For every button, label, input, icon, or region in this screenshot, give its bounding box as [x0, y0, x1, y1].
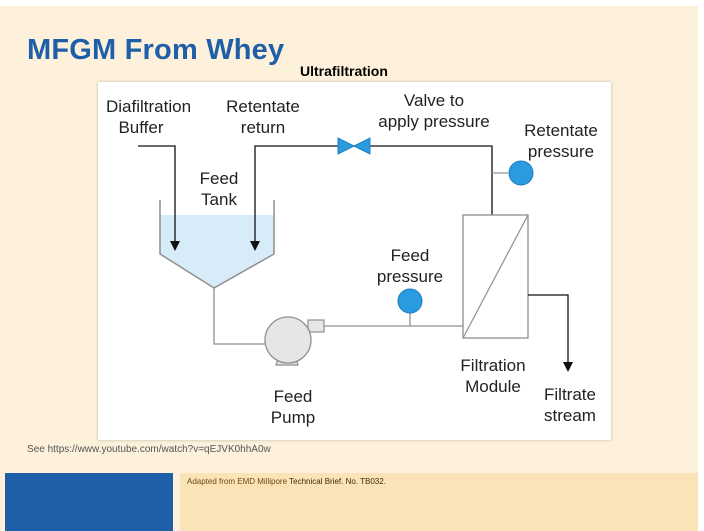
valve-label-line2: apply pressure — [378, 112, 490, 131]
diagram-canvas — [138, 137, 573, 372]
slide-title: MFGM From Whey — [27, 34, 285, 66]
retentate-pressure-gauge — [508, 160, 534, 186]
feed-pump-label-line2: Pump — [270, 408, 316, 427]
filtration-membrane — [462, 214, 529, 339]
feed-pump-label-line1: Feed — [273, 387, 313, 406]
feed-pressure-label: Feed pressure — [365, 245, 455, 287]
valve-label: Valve to apply pressure — [369, 90, 499, 132]
filtrate-outlet-pipe — [528, 294, 573, 372]
slide-subtitle: Ultrafiltration — [300, 63, 388, 79]
feed-pump-outlet — [307, 319, 325, 333]
feed-pressure-gauge — [397, 288, 423, 314]
feed-tank-liquid — [160, 215, 274, 288]
filtrate-label-line1: Filtrate — [544, 385, 596, 404]
adapted-prefix: Adapted from EMD Millipore — [187, 477, 290, 486]
filtration-module-label: Filtration Module — [448, 355, 538, 397]
feed-pressure-label-line2: pressure — [376, 267, 444, 286]
retentate-pressure-label-line2: pressure — [527, 142, 595, 161]
feed-pump-label: Feed Pump — [263, 386, 323, 428]
ultrafiltration-diagram: Diafiltration Buffer Retentate return Va… — [98, 82, 611, 440]
adapted-from-note: Adapted from EMD Millipore Technical Bri… — [187, 477, 386, 486]
reference-link[interactable]: See https://www.youtube.com/watch?v=qEJV… — [27, 444, 271, 455]
feed-tank-label-line2: Tank — [201, 190, 237, 209]
slide-edge-top — [0, 0, 704, 6]
filtration-module-label-line2: Module — [465, 377, 521, 396]
diafiltration-buffer-label: Diafiltration Buffer — [106, 96, 192, 138]
adapted-source: Technical Brief. No. TB032. — [289, 477, 386, 486]
feed-tank-label-line1: Feed — [199, 169, 239, 188]
filtration-module-label-line1: Filtration — [460, 356, 526, 375]
diafiltration-label-line2: Buffer — [118, 118, 164, 137]
retentate-pressure-label-line1: Retentate — [524, 121, 598, 140]
feed-tank-label: Feed Tank — [189, 168, 249, 210]
retentate-return-label-line1: Retentate — [226, 97, 300, 116]
retentate-pressure-label: Retentate pressure — [516, 120, 606, 162]
valve-icon — [337, 137, 371, 155]
valve-label-line1: Valve to — [403, 91, 465, 110]
retentate-return-pipe — [250, 145, 493, 251]
footer-band — [180, 473, 698, 531]
feed-pressure-label-line1: Feed — [390, 246, 430, 265]
tank-outlet-pipe — [213, 288, 265, 345]
filtrate-label-line2: stream — [544, 406, 596, 425]
retentate-return-label-line2: return — [240, 118, 286, 137]
feed-pump-body — [264, 316, 312, 364]
slide-edge-right — [698, 0, 704, 531]
diafiltration-label-line1: Diafiltration — [106, 97, 192, 116]
diafiltration-inlet-pipe — [138, 145, 180, 251]
retentate-return-label: Retentate return — [218, 96, 308, 138]
filtrate-stream-label: Filtrate stream — [535, 384, 605, 426]
footer-blue-block — [5, 473, 173, 531]
